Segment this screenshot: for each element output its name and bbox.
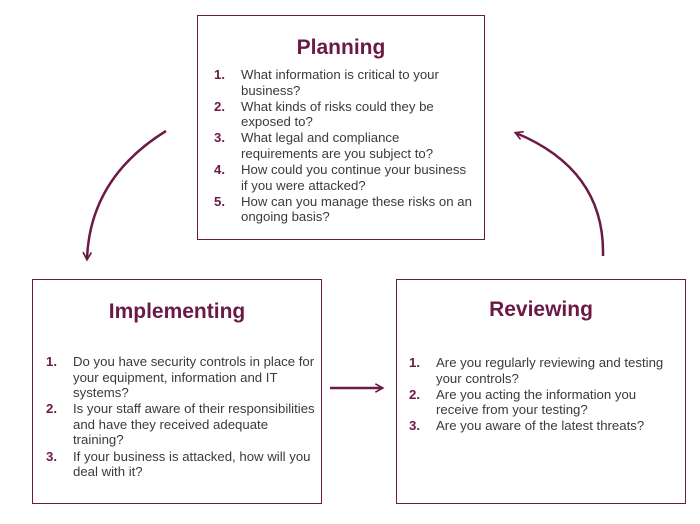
list-item: 2. Is your staff aware of their responsib… [46,401,318,448]
item-number: 2. [46,401,57,417]
item-text: If your business is attacked, how will y… [73,448,311,480]
arrow-reviewing-to-planning [516,133,605,257]
list-item: 4. How could you continue your business i… [214,162,474,193]
reviewing-box: Reviewing 1. Are you regularly reviewing … [396,279,686,504]
item-text: Are you acting the information you recei… [436,386,637,418]
implementing-title: Implementing [108,300,246,323]
planning-box: Planning 1. What information is critical … [197,15,485,240]
list-item: 5. How can you manage these risks on an o… [214,194,474,225]
item-number: 1. [46,354,57,369]
planning-list: 1. What information is critical to your b… [214,67,474,225]
item-number: 3. [409,418,420,434]
item-text: What kinds of risks could they be expose… [241,98,434,130]
item-number: 2. [409,386,420,402]
item-text: Do you have security controls in place f… [73,354,315,401]
reviewing-title: Reviewing [489,298,593,321]
reviewing-list: 1. Are you regularly reviewing and testin… [409,355,679,434]
list-item: 3. If your business is attacked, how will… [46,449,318,480]
list-item: 1. Do you have security controls in place… [46,354,318,401]
implementing-box: Implementing 1. Do you have security cont… [32,279,322,504]
planning-title: Planning [296,36,386,59]
list-item: 3. Are you aware of the latest threats? [409,418,679,434]
list-item: 1. Are you regularly reviewing and testin… [409,355,679,386]
arrow-planning-to-implementing [87,129,167,259]
item-text: How could you continue your business if … [241,162,467,193]
list-item: 2. What kinds of risks could they be expo… [214,99,474,130]
item-text: Are you regularly reviewing and testing … [436,355,664,386]
item-number: 4. [214,162,225,178]
item-text: Are you aware of the latest threats? [436,418,645,434]
implementing-list: 1. Do you have security controls in place… [46,354,318,480]
item-number: 3. [214,130,225,146]
item-number: 1. [409,355,420,370]
list-item: 2. Are you acting the information you rec… [409,387,679,418]
item-text: Is your staff aware of their responsibil… [73,401,315,448]
item-number: 2. [214,98,225,114]
item-text: What legal and compliance requirements a… [241,130,434,161]
item-number: 5. [214,193,225,209]
item-text: What information is critical to your bus… [241,67,439,98]
item-number: 1. [214,67,225,82]
list-item: 1. What information is critical to your b… [214,67,474,98]
list-item: 3. What legal and compliance requirements… [214,130,474,161]
item-text: How can you manage these risks on an ong… [241,193,472,225]
item-number: 3. [46,448,57,464]
